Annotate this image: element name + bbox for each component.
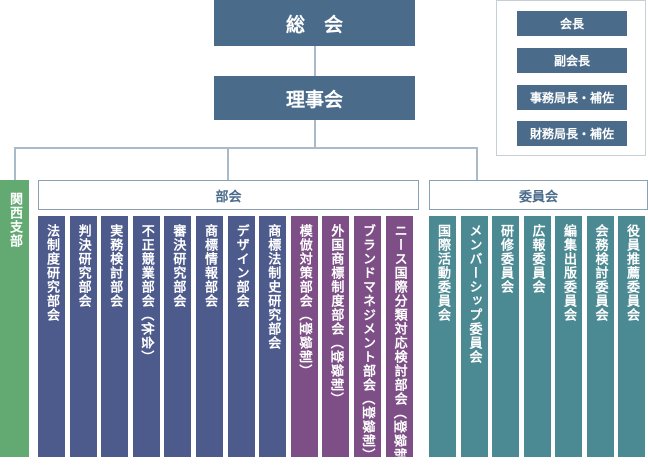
iinkai-label: 役員推薦委員会 <box>624 224 639 457</box>
iinkai-name: 役員推薦委員会 <box>624 224 639 322</box>
bukai-column: 商標情報部会 <box>196 216 223 457</box>
connector-line <box>476 147 478 180</box>
bukai-header: 部会 <box>38 180 419 210</box>
iinkai-header: 委員会 <box>429 180 648 210</box>
iinkai-column: 研修委員会 <box>492 216 519 457</box>
iinkai-name: 国際活動委員会 <box>435 224 450 322</box>
iinkai-column: 編集出版委員会 <box>555 216 582 457</box>
iinkai-label: メンバーシップ委員会 <box>466 224 482 457</box>
bukai-header-label: 部会 <box>215 189 242 205</box>
kansai-branch-label: 関西支部 <box>7 192 22 248</box>
bukai-name: ニース国際分類対応検討部会 <box>391 224 407 406</box>
board-box: 理事会 <box>214 76 415 120</box>
iinkai-column: 広報委員会 <box>523 216 551 457</box>
bukai-name: 模倣対策部会 <box>296 224 312 308</box>
connector-line <box>314 46 316 76</box>
bukai-name: 実務検討部会 <box>107 224 123 308</box>
iinkai-label: 編集出版委員会 <box>561 224 576 457</box>
general-assembly-box: 総 会 <box>214 0 415 46</box>
bukai-label: 商標情報部会 <box>202 224 217 457</box>
connector-line <box>227 147 229 180</box>
bukai-column: 不正競業部会（休会） <box>132 216 160 457</box>
iinkai-name: 研修委員会 <box>498 224 513 294</box>
bukai-label: 判決研究部会 <box>75 224 91 457</box>
board-label: 理事会 <box>285 88 343 111</box>
iinkai-header-label: 委員会 <box>518 189 558 205</box>
bukai-column: 法制度研究部会 <box>38 216 65 457</box>
connector-line <box>14 147 16 180</box>
iinkai-label: 国際活動委員会 <box>435 224 450 457</box>
iinkai-name: 広報委員会 <box>529 224 545 294</box>
officer-treasurer: 財務局長・補佐 <box>517 121 627 146</box>
iinkai-label: 広報委員会 <box>529 224 545 457</box>
bukai-note: （登録制） <box>328 336 344 407</box>
officer-president: 会長 <box>517 11 627 36</box>
bukai-label: 模倣対策部会（登録制） <box>296 224 312 457</box>
bukai-name: 外国商標制度部会 <box>328 224 344 336</box>
bukai-label: ニース国際分類対応検討部会（登録制） <box>391 224 407 476</box>
bukai-name: 不正競業部会 <box>138 224 154 308</box>
officer-vice-president: 副会長 <box>517 48 627 73</box>
officer-label: 財務局長・補佐 <box>529 127 614 141</box>
officer-secretary-general: 事務局長・補佐 <box>517 85 627 110</box>
iinkai-column: 国際活動委員会 <box>429 216 456 457</box>
bukai-name: 商標法制史研究部会 <box>265 224 281 350</box>
bukai-column: 外国商標制度部会（登録制） <box>322 216 350 457</box>
iinkai-column: メンバーシップ委員会 <box>460 216 488 457</box>
bukai-note: （登録制） <box>360 392 375 463</box>
connector-line <box>14 147 477 149</box>
bukai-column: ニース国際分類対応検討部会（登録制） <box>385 216 413 476</box>
bukai-column: 判決研究部会 <box>69 216 97 457</box>
bukai-name: 審決研究部会 <box>170 224 186 308</box>
officer-label: 副会長 <box>553 54 590 68</box>
bukai-column: デザイン部会 <box>227 216 255 457</box>
bukai-label: デザイン部会 <box>233 224 249 457</box>
bukai-label: 外国商標制度部会（登録制） <box>328 224 344 457</box>
iinkai-name: 会務検討委員会 <box>592 224 608 322</box>
bukai-column: ブランドマネジメント部会（登録制） <box>354 216 381 462</box>
iinkai-name: 編集出版委員会 <box>561 224 576 322</box>
bukai-note: （登録制） <box>296 308 312 379</box>
bukai-name: 商標情報部会 <box>202 224 217 308</box>
bukai-label: 審決研究部会 <box>170 224 186 457</box>
bukai-name: 判決研究部会 <box>75 224 91 308</box>
bukai-note: （休会） <box>138 308 154 365</box>
bukai-column: 商標法制史研究部会 <box>259 216 287 457</box>
iinkai-name: メンバーシップ委員会 <box>466 224 482 364</box>
bukai-label: 実務検討部会 <box>107 224 123 457</box>
bukai-label: 商標法制史研究部会 <box>265 224 281 457</box>
bukai-label: 法制度研究部会 <box>44 224 59 457</box>
iinkai-label: 会務検討委員会 <box>592 224 608 457</box>
iinkai-column: 役員推薦委員会 <box>618 216 645 457</box>
officers-legend: 会長 副会長 事務局長・補佐 財務局長・補佐 <box>496 0 646 156</box>
connector-line <box>314 120 316 148</box>
kansai-branch-column: 関西支部 <box>0 180 29 457</box>
officer-label: 会長 <box>559 17 584 31</box>
bukai-label: 不正競業部会（休会） <box>138 224 154 457</box>
bukai-name: 法制度研究部会 <box>44 224 59 322</box>
bukai-note: （登録制） <box>391 406 407 476</box>
officer-label: 事務局長・補佐 <box>529 91 614 105</box>
general-assembly-label: 総 会 <box>285 13 343 36</box>
bukai-label: ブランドマネジメント部会（登録制） <box>360 224 375 462</box>
iinkai-column: 会務検討委員会 <box>586 216 614 457</box>
bukai-column: 審決研究部会 <box>164 216 192 457</box>
bukai-name: ブランドマネジメント部会 <box>360 224 375 392</box>
iinkai-label: 研修委員会 <box>498 224 513 457</box>
bukai-column: 模倣対策部会（登録制） <box>290 216 318 457</box>
bukai-column: 実務検討部会 <box>101 216 129 457</box>
bukai-name: デザイン部会 <box>233 224 249 308</box>
